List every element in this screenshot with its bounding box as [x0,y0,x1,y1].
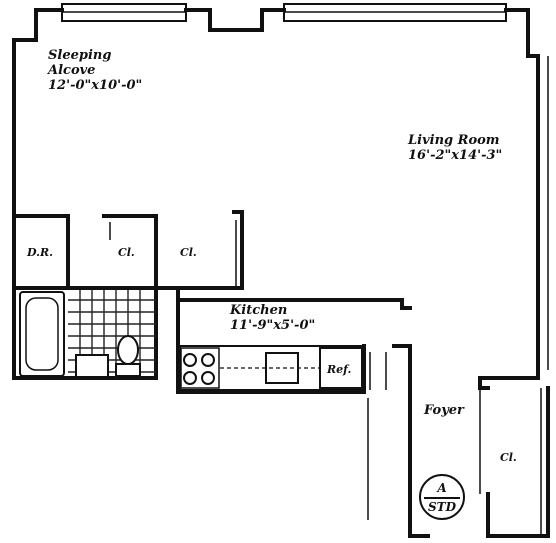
foyer-label: Foyer [424,403,464,418]
bathroom [19,290,156,378]
unit-type-badge: A STD [419,474,465,520]
kitchen-name: Kitchen [230,303,288,318]
kitchen-label: Kitchen 11'-9"x5'-0" [230,303,315,333]
sleeping-alcove-name-line1: Sleeping [48,48,112,63]
door-details [367,388,481,520]
closet-1-label: Cl. [118,246,135,259]
sleeping-alcove-size: 12'-0"x10'-0" [48,78,143,93]
vanity [75,354,109,378]
badge-divider [424,497,460,499]
living-room-name: Living Room [408,133,500,148]
living-room-size: 16'-2"x14'-3" [408,148,503,163]
badge-line-1: A [437,481,447,495]
living-room-label: Living Room 16'-2"x14'-3" [408,133,502,163]
toilet [117,335,139,365]
closet-3-label: Cl. [500,451,517,464]
kitchen-size: 11'-9"x5'-0" [230,318,316,333]
sleeping-alcove-name-line2: Alcove [48,63,96,78]
top-windows [61,3,507,22]
bathtub [19,291,65,377]
sleeping-alcove-label: Sleeping Alcove 12'-0"x10'-0" [48,48,142,93]
stove-burners [180,347,220,389]
refrigerator-box [319,347,363,389]
closet-2-label: Cl. [180,246,197,259]
refrigerator-label: Ref. [327,363,352,376]
dressing-room-label: D.R. [27,246,53,259]
badge-line-2: STD [427,500,456,514]
exterior-walls [12,8,550,538]
kitchen-counter [179,345,387,391]
